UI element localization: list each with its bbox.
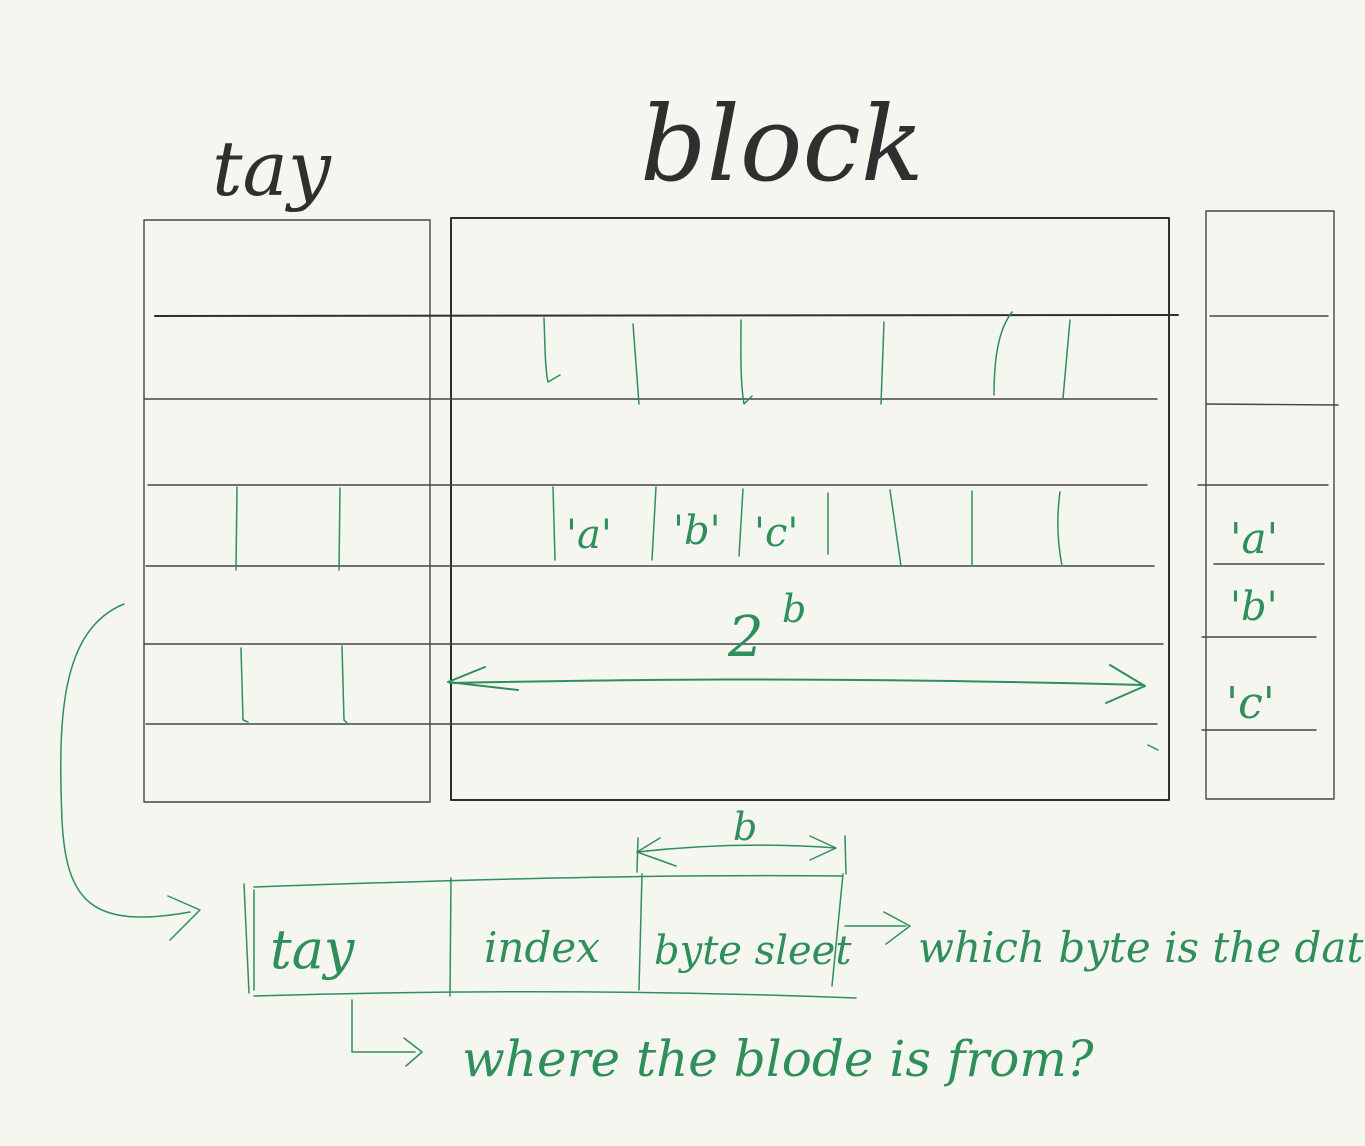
block-size-dimension: 2 b (447, 587, 1159, 751)
tag-heading: tay (212, 124, 332, 213)
right-arrowhead-icon (1105, 664, 1146, 704)
address-index-field: index (484, 923, 600, 972)
address-divider (449, 877, 452, 997)
address-left-border (243, 883, 250, 994)
block-cell-a: 'a' (566, 512, 612, 558)
tag-dividers (235, 486, 349, 725)
offset-width-dimension: b (636, 805, 847, 875)
double-arrow-line (449, 678, 1144, 686)
curved-arrow-line (60, 603, 191, 918)
block-array-frame (450, 217, 1170, 801)
byte-dividers-row-1 (543, 311, 1071, 405)
offset-right-arrowhead-icon (809, 835, 837, 861)
address-offset-field: byte sleet (654, 928, 852, 974)
tag-array (143, 219, 431, 803)
address-top-border (253, 874, 843, 888)
address-tag-field: tay (270, 918, 356, 981)
block-size-exponent: b (782, 587, 806, 631)
cache-row-line (1205, 403, 1339, 406)
cache-column-frame (1205, 210, 1335, 800)
cache-cell-a: 'a' (1230, 514, 1278, 563)
offset-width-label: b (733, 805, 757, 849)
tag-note-text: where the blode is from? (462, 1030, 1095, 1088)
row-line (154, 314, 1179, 317)
cache-column: 'a' 'b' 'c' (1197, 210, 1339, 800)
offset-note-text: which byte is the data (918, 923, 1365, 972)
block-size-label: 2 (727, 605, 764, 670)
tag-note-arrow-line (351, 999, 416, 1053)
offset-width-line (636, 844, 837, 853)
offset-width-tick (844, 835, 847, 875)
tag-to-address-arrow (60, 603, 201, 941)
row-lines (143, 314, 1179, 725)
tag-array-frame (143, 219, 431, 803)
byte-cells-row-3: 'a' 'b' 'c' (552, 486, 1063, 567)
block-heading: block (640, 83, 924, 205)
offset-note-arrowhead-icon (883, 911, 911, 945)
address-right-border (831, 873, 844, 987)
offset-note: which byte is the data (844, 911, 1365, 972)
left-arrowhead-icon (447, 666, 519, 691)
cache-cell-c: 'c' (1226, 678, 1275, 729)
address-divider (638, 873, 643, 991)
stray-mark (1147, 744, 1159, 751)
address-bottom-border (253, 990, 857, 999)
block-cell-c: 'c' (754, 510, 798, 556)
cache-cell-b: 'b' (1230, 584, 1278, 630)
block-array (450, 217, 1170, 801)
tag-note: where the blode is from? (351, 999, 1095, 1088)
offset-width-tick (636, 837, 639, 873)
curved-arrowhead-icon (167, 895, 201, 941)
block-cell-b: 'b' (673, 508, 721, 554)
address-fields: tay index byte sleet (243, 873, 857, 999)
tag-note-arrowhead-icon (403, 1037, 423, 1067)
